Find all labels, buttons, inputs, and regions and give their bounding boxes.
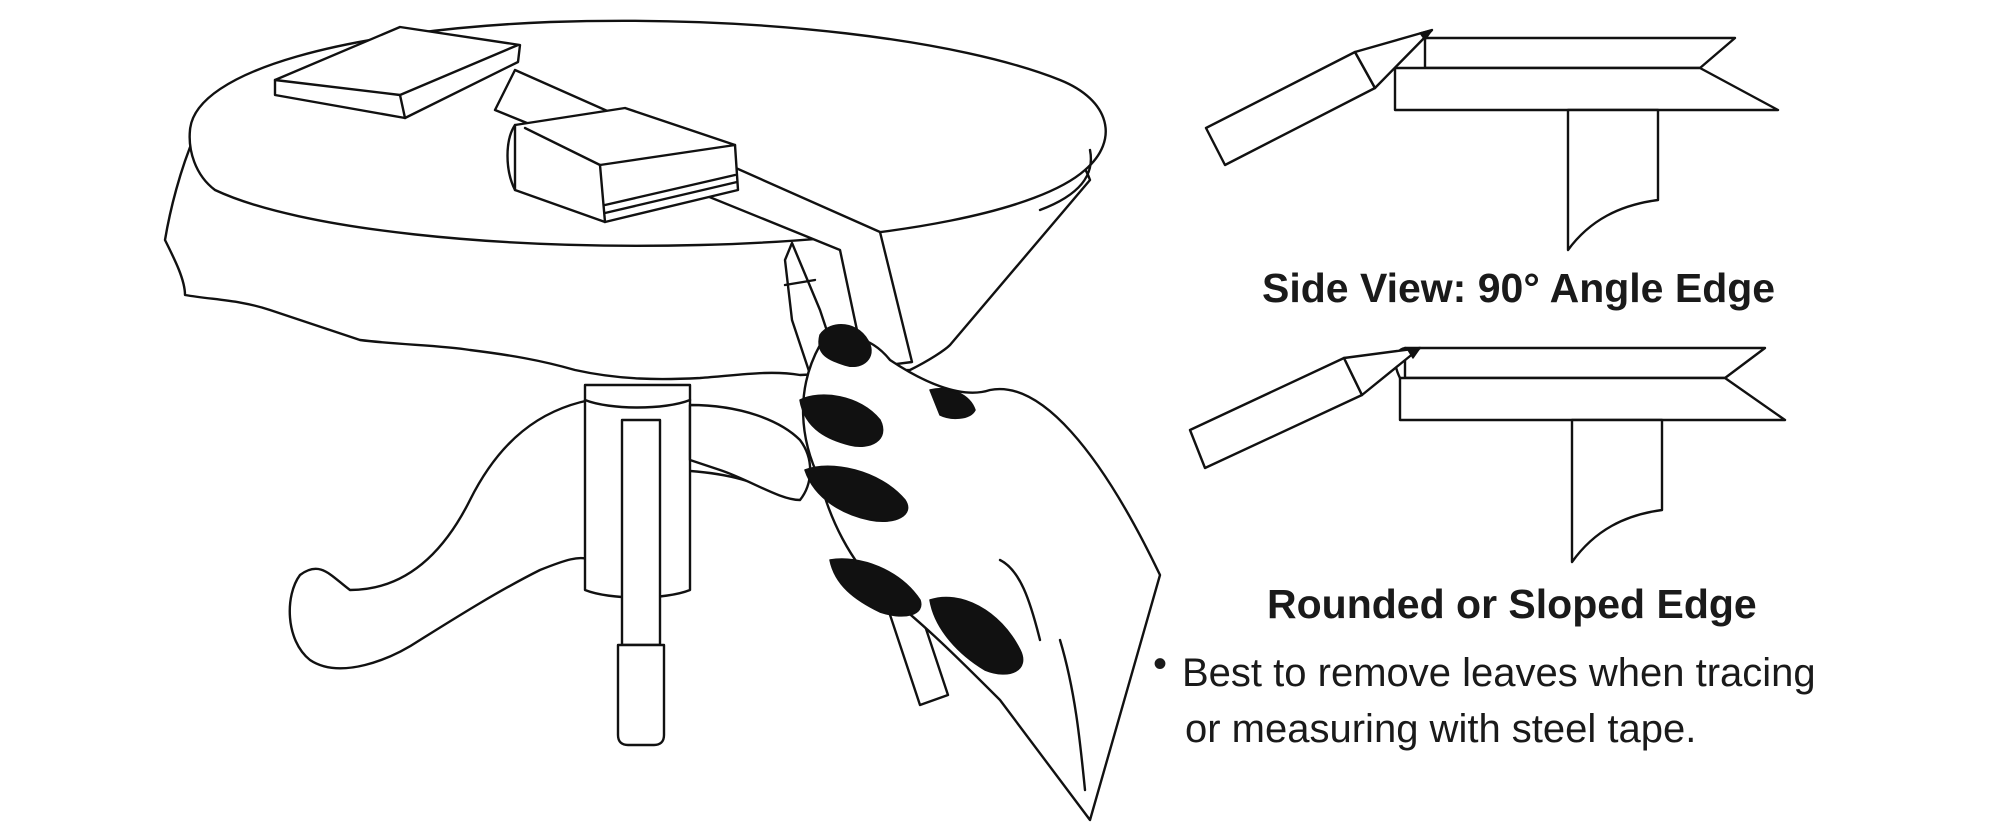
side-view-caption: Side View: 90° Angle Edge — [1262, 265, 1775, 311]
note-line-2: or measuring with steel tape. — [1185, 707, 1696, 751]
table-pedestal — [288, 383, 812, 747]
tracing-note: • Best to remove leaves when tracing or … — [1153, 642, 1816, 751]
table-leg-left — [288, 398, 592, 670]
note-line-1: Best to remove leaves when tracing — [1182, 651, 1816, 695]
table-leg-foot — [616, 643, 666, 747]
rounded-apron — [1570, 418, 1664, 564]
board-top — [1423, 36, 1737, 70]
note-bullet: • — [1153, 642, 1167, 686]
table-leg-right — [688, 403, 812, 502]
table-top-rim — [1038, 148, 1093, 212]
side-pencil-tip — [1353, 28, 1434, 90]
table-column-collar — [583, 398, 692, 409]
side-pencil — [1204, 50, 1377, 167]
side-view-90-diagram: Side View: 90° Angle Edge — [1204, 28, 1780, 311]
rounded-caption: Rounded or Sloped Edge — [1267, 581, 1757, 627]
hand-with-pencil — [783, 241, 1162, 822]
table-illustration — [163, 19, 1162, 822]
table-leg-center — [620, 418, 662, 647]
hand-shadow-index — [818, 324, 872, 367]
book-2 — [506, 106, 740, 224]
book-1 — [273, 25, 522, 120]
hand-shadow-1 — [799, 394, 884, 447]
rounded-pencil — [1188, 356, 1364, 470]
apron — [1566, 108, 1660, 252]
rounded-pencil-tip — [1342, 346, 1422, 397]
hand-shadow-4 — [929, 596, 1024, 675]
rounded-board-top — [1403, 346, 1767, 380]
rounded-board-bottom — [1398, 376, 1787, 422]
hand-shadow-3 — [829, 558, 922, 617]
rounded-edge-diagram: Rounded or Sloped Edge — [1188, 346, 1787, 627]
hand-shadow-5 — [929, 388, 976, 420]
board-bottom — [1393, 66, 1780, 112]
hand-shadow-2 — [804, 465, 909, 522]
